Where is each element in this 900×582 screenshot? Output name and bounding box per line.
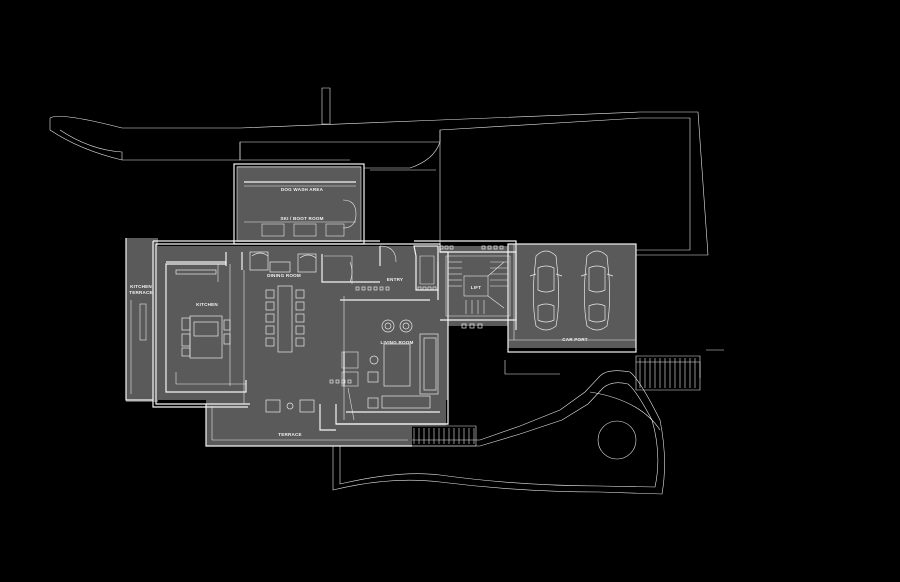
label-living: LIVING ROOM <box>380 340 413 345</box>
label-kitchen-terrace-2: TERRACE <box>129 290 153 295</box>
label-lift: LIFT <box>471 285 482 290</box>
label-kitchen-terrace-1: KITCHEN <box>130 284 152 289</box>
label-car-port: CAR PORT <box>562 337 588 342</box>
car-right <box>580 250 614 331</box>
label-dining: DINING ROOM <box>267 273 301 278</box>
driveway <box>332 349 724 495</box>
label-kitchen: KITCHEN <box>196 302 218 307</box>
furniture <box>130 245 504 413</box>
label-dog-wash: DOG WASH AREA <box>281 187 324 192</box>
walls <box>125 163 637 447</box>
exterior-stairs <box>409 355 701 447</box>
label-entry: ENTRY <box>387 277 403 282</box>
living-sofa <box>419 333 439 395</box>
dining-table <box>277 285 293 353</box>
parked-cars <box>529 250 614 331</box>
car-left <box>529 250 563 331</box>
label-ski-boot: SKI / BOOT ROOM <box>280 216 323 221</box>
site-outline <box>49 87 709 256</box>
room-labels: DOG WASH AREA SKI / BOOT ROOM DINING ROO… <box>129 187 588 437</box>
label-terrace: TERRACE <box>278 432 302 437</box>
